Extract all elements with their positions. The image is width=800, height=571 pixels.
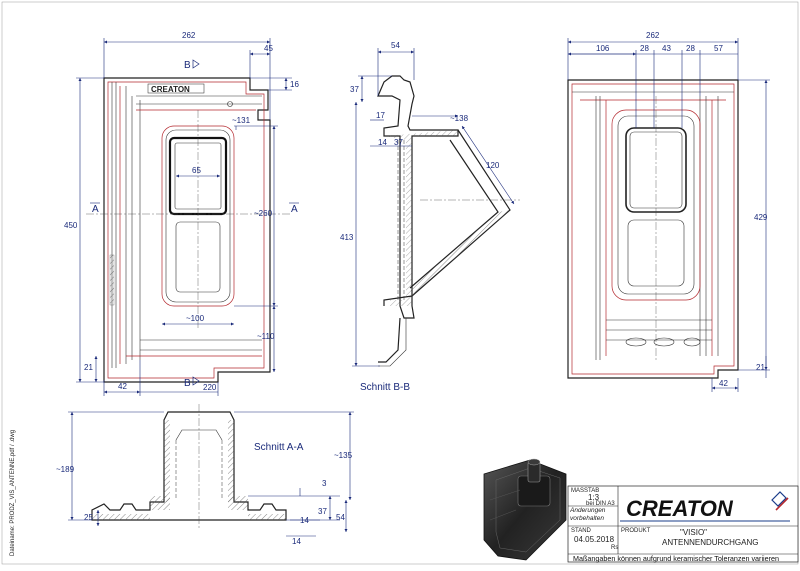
product-subtitle: ANTENNENDURCHGANG [662, 538, 758, 547]
section-aa-title: Schnitt A-A [254, 442, 304, 453]
file-name-label: Dateiname: PRODZ_VIS_ANTENNE.pdf / .dwg [10, 430, 16, 556]
back-tile-inner-edge [571, 83, 735, 375]
dim-aa-25: 25 [84, 513, 93, 522]
dim-back-43: 43 [662, 44, 671, 53]
dim-bb-top: 54 [391, 41, 400, 50]
front-tile-inner-edge [107, 81, 265, 379]
dim-front-top-width: 262 [182, 31, 196, 40]
brand-mark-icon [771, 491, 787, 507]
stand-date: 04.05.2018 [574, 535, 615, 544]
dim-bb-height: 413 [340, 233, 354, 242]
dim-aa-54: 54 [336, 513, 345, 522]
bb-cone-inner [409, 139, 499, 289]
dim-bb-37: 37 [394, 138, 403, 147]
dim-bb-left-top: 37 [350, 85, 359, 94]
dim-back-height: 429 [754, 213, 768, 222]
title-block: MASSTAB 1:3 bei DIN A3 Änderungen vorbeh… [567, 485, 799, 563]
dim-back-bottom-right: 21 [756, 363, 765, 372]
dim-bb-diag: 120 [486, 161, 500, 170]
scale-value: 1:3 [588, 493, 600, 502]
dim-back-top-width: 262 [646, 31, 660, 40]
section-bb-title: Schnitt B-B [360, 382, 410, 393]
dim-aa-37: 37 [318, 507, 327, 516]
dim-front-opening-top: ~131 [232, 116, 251, 125]
front-marker-b-top: B [184, 60, 191, 71]
dim-aa-upper-height: ~135 [334, 451, 353, 460]
scale-note: bei DIN A3 [586, 501, 615, 507]
tolerance-disclaimer: Maßangaben können aufgrund keramischer T… [573, 554, 779, 563]
product-photo [483, 458, 567, 561]
dim-front-bottom-right: ~110 [257, 332, 275, 341]
front-view: CREATON 262 45 16 ~131 65 ~260 450 [64, 31, 299, 396]
stand-code: Rs [611, 545, 618, 551]
brand-accent-icon [775, 497, 789, 511]
dim-front-bottom-width: 220 [203, 383, 217, 392]
brand-logo-text: CREATON [626, 496, 734, 521]
aa-profile-outline [91, 411, 287, 521]
dim-back-28a: 28 [640, 44, 649, 53]
dim-front-bottom-opening: ~100 [186, 314, 205, 323]
dim-bb-14: 14 [378, 138, 387, 147]
dim-back-28b: 28 [686, 44, 695, 53]
bb-tile-bottom [378, 317, 401, 363]
stand-label: STAND [571, 528, 592, 534]
dim-bb-slope: ~138 [450, 114, 469, 123]
section-bb-view: 54 37 17 14 37 ~138 120 413 Schnitt B-B [340, 41, 520, 393]
front-embossed-logo: CREATON [151, 85, 190, 94]
back-tile-outline [567, 79, 739, 379]
dim-front-top-right: 45 [264, 44, 273, 53]
dim-aa-3: 3 [322, 479, 327, 488]
product-name: "VISIO" [680, 528, 707, 537]
front-marker-a-left: A [92, 204, 99, 215]
dim-bb-17: 17 [376, 111, 385, 120]
front-marker-b-bottom: B [184, 378, 191, 389]
scale-label: MASSTAB [571, 488, 599, 494]
dim-front-bottom-left: 21 [84, 363, 93, 372]
back-view: 262 106 28 43 28 57 429 21 42 [567, 31, 770, 392]
dim-back-57: 57 [714, 44, 723, 53]
dim-front-left-margin: 42 [118, 382, 127, 391]
front-marker-a-right: A [291, 204, 298, 215]
dim-front-right-small: 16 [290, 80, 299, 89]
dim-front-height: 450 [64, 221, 78, 230]
dim-back-106: 106 [596, 44, 610, 53]
dim-aa-14a: 14 [300, 516, 309, 525]
changes-note: Änderungen vorbehalten [570, 507, 606, 522]
dim-aa-14b: 14 [292, 537, 301, 546]
dim-front-opening-height: ~260 [254, 209, 273, 218]
dim-back-bottom-left: 42 [719, 379, 728, 388]
dim-aa-total-height: ~189 [56, 465, 75, 474]
product-label: PRODUKT [621, 528, 651, 534]
section-aa-view: ~189 ~135 3 37 54 14 25 14 Schnitt A-A [56, 404, 354, 546]
dim-front-opening-width: 65 [192, 166, 201, 175]
